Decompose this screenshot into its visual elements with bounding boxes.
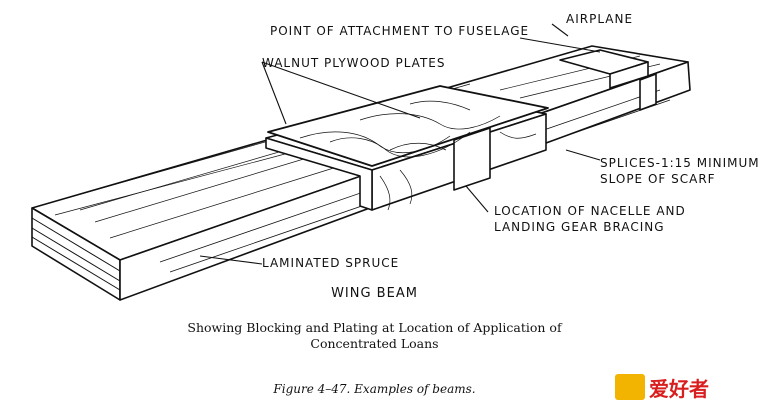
watermark-text: 爱好者 — [649, 377, 709, 401]
figure-caption: Figure 4–47. Examples of beams. — [273, 382, 476, 396]
label-spruce: LAMINATED SPRUCE — [262, 256, 400, 270]
label-plates: WALNUT PLYWOOD PLATES — [262, 56, 446, 70]
wing-beam-illustration — [31, 23, 691, 301]
label-airplane: AIRPLANE — [566, 12, 634, 26]
watermark-logo: 爱好者 — [615, 374, 709, 401]
diagram-caption: Showing Blocking and Plating at Location… — [0, 320, 749, 352]
label-nacelle-2: LANDING GEAR BRACING — [494, 220, 665, 234]
plywood-plate-top — [267, 85, 549, 167]
watermark-icon-block — [615, 374, 645, 400]
caption-line-2: Concentrated Loans — [310, 336, 439, 351]
caption-line-1: Showing Blocking and Plating at Location… — [187, 320, 562, 335]
diagram-title: WING BEAM — [331, 286, 418, 301]
label-nacelle-1: LOCATION OF NACELLE AND — [494, 204, 686, 218]
label-attachment: POINT OF ATTACHMENT TO FUSELAGE — [270, 24, 530, 38]
nacelle-block-left — [265, 137, 373, 211]
label-splices-2: SLOPE OF SCARF — [600, 172, 716, 186]
label-splices-1: SPLICES-1:15 MINIMUM — [600, 156, 760, 170]
